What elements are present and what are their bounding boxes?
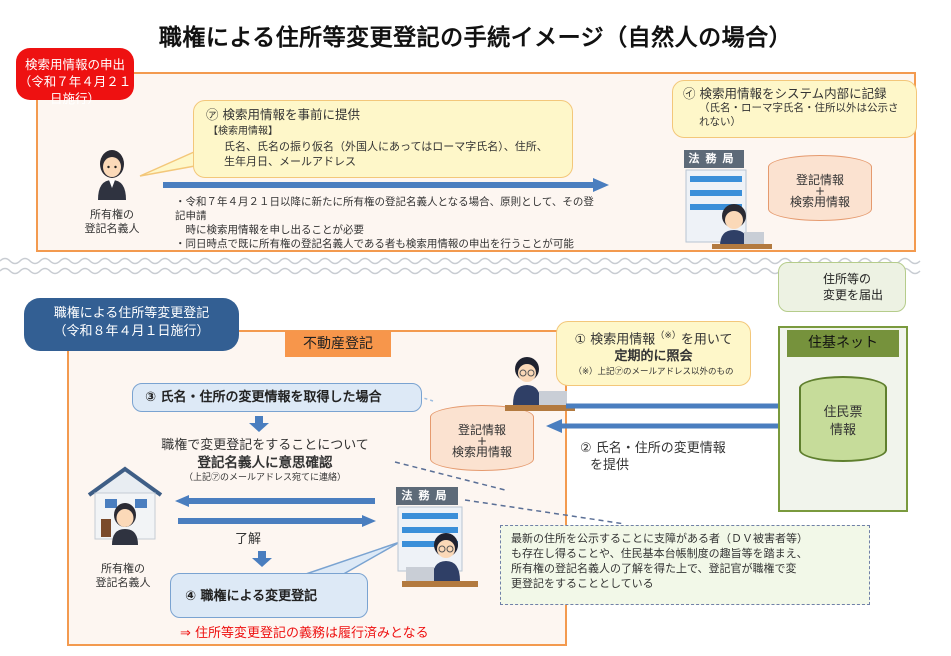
step3-bubble: ③ 氏名・住所の変更情報を取得した場合 [132,383,422,412]
step2-text: ② 氏名・住所の変更情報 を提供 [580,441,726,473]
owner-label: 所有権の 登記名義人 [95,562,151,589]
obligation-fulfilled-note: ⇒ 住所等変更登記の義務は履行済みとなる [180,626,429,641]
record-search-info-bubble: ㋑ 検索用情報をシステム内部に記録 （氏名・ローマ字氏名・住所以外は公示さ れな… [672,80,917,138]
registry-database: 登記情報 + 検索用情報 [430,405,534,471]
bubble-subheading: 【検索用情報】 [208,126,278,137]
intent-confirmation-text: 職権で変更登記をすることについて 登記名義人に意思確認 （上記㋐のメールアドレス… [161,438,369,483]
arrow-down-icon [252,551,272,567]
page-title: 職権による住所等変更登記の手続イメージ（自然人の場合） [158,25,793,51]
registry-database: 登記情報 + 検索用情報 [768,155,872,221]
search-info-notes: ・令和７年４月２１日以降に新たに所有権の登記名義人となる場合、原則として、その登… [175,196,594,250]
arrow-right-icon [178,515,376,527]
step1-bubble: ① 検索用情報（※）を用いて 定期的に照会 （※）上記㋐のメールアドレス以外のも… [556,321,751,386]
ex-officio-badge: 職権による住所等変更登記 （令和８年４月１日施行） [24,298,239,351]
consent-label: 了解 [235,532,262,547]
step4-bubble: ④ 職権による変更登記 [170,573,368,618]
arrow-down-icon [249,416,269,432]
legal-affairs-bureau-building-icon [685,169,772,249]
badge-line2: （令和８年４月１日施行） [53,324,210,339]
badge-line1: 職権による住所等変更登記 [53,306,210,321]
bubble-tail [139,151,207,177]
real-estate-registry-tag: 不動産登記 [285,331,391,357]
owner-label: 所有権の 登記名義人 [84,208,140,235]
report-change-bubble: 住所等の 変更を届出 [778,262,906,312]
legal-affairs-bureau-building-icon [397,506,478,587]
owner-person-icon [98,150,126,200]
bubble-heading: ㋐ 検索用情報を事前に提供 [206,107,360,122]
bubble-heading: ㋑ 検索用情報をシステム内部に記録 [683,86,887,101]
arrow-left-icon [175,495,375,507]
house-owner-icon [87,466,163,545]
dv-victim-note: 最新の住所を公示することに支障がある者（ＤＶ被害者等） も存在し得ることや、住民… [500,525,870,605]
badge-line1: 検索用情報の申出 [24,57,125,72]
search-info-badge: 検索用情報の申出 （令和７年４月２１日施行） [16,48,134,106]
legal-affairs-bureau-sign: 法務局 [684,150,744,168]
legal-affairs-bureau-sign: 法務局 [396,487,458,505]
resident-register-database: 住民票 情報 [799,376,887,462]
query-provide-arrows [546,403,805,433]
registrar-officer-icon [505,357,575,411]
dashed-leader-line [394,461,626,525]
wavy-divider [0,257,921,265]
juki-net-title: 住基ネット [787,330,899,357]
provide-search-info-bubble: ㋐ 検索用情報を事前に提供 【検索用情報】 氏名、氏名の振り仮名（外国人にあって… [193,100,573,178]
badge-line2: （令和７年４月２１日施行） [18,74,132,106]
arrow-right-icon [163,178,609,192]
